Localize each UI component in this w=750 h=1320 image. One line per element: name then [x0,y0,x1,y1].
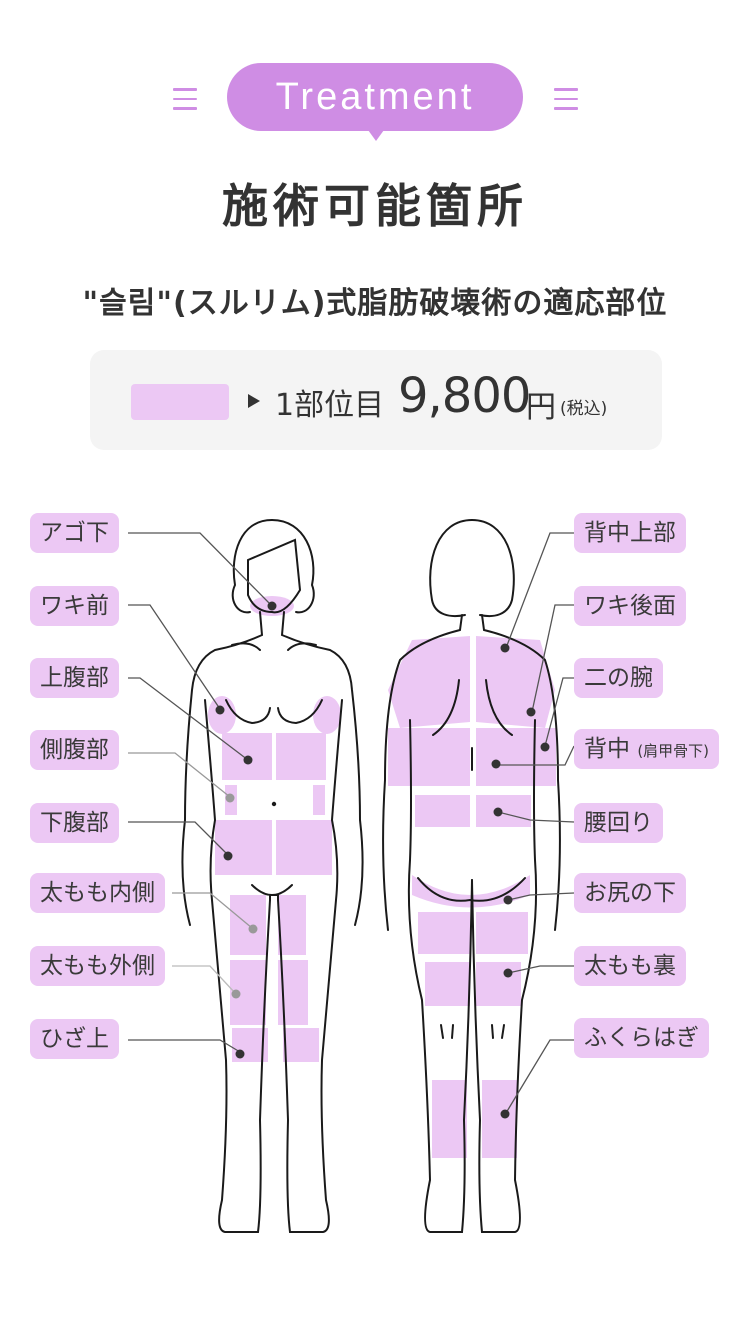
back-figure-outline [382,519,561,1233]
label-chin: アゴ下 [30,513,119,553]
label-upper-arm: 二の腕 [574,658,663,698]
leader-lines [128,532,575,1114]
badge-tail [368,130,384,141]
page-subtitle: "슬림"(スルリム)式脂肪破壊術の適応部位 [82,286,668,321]
label-armpit-front: ワキ前 [30,586,119,626]
section-header: Treatment [0,60,750,144]
price-label: 1部位目 [275,388,385,423]
region-dots [215,601,550,1119]
label-flank: 側腹部 [30,730,119,770]
label-calf: ふくらはぎ [574,1018,709,1058]
menu-lines-icon [173,88,197,110]
label-armpit-back: ワキ後面 [574,586,686,626]
front-highlights [208,596,341,1062]
menu-lines-icon [554,88,578,110]
price-box: 1部位目 9,800 円 (税込) [90,350,662,450]
price-amount: 9,800 [398,368,531,424]
label-outer-thigh: 太もも外側 [30,946,165,986]
label-mid-back-note: (肩甲骨下) [637,742,710,760]
label-upper-abdomen: 上腹部 [30,658,119,698]
label-inner-thigh: 太もも内側 [30,873,165,913]
price-tax-note: (税込) [560,399,608,419]
label-under-buttocks: お尻の下 [574,873,686,913]
label-lower-abdomen: 下腹部 [30,803,119,843]
page-title: 施術可能箇所 [222,179,528,233]
label-mid-back-text: 背中 [584,736,630,762]
treatment-badge: Treatment [227,63,523,131]
label-back-thigh: 太もも裏 [574,946,686,986]
triangle-right-icon [248,394,260,408]
back-highlights [388,636,556,1158]
price-currency: 円 [526,390,556,425]
label-mid-back: 背中 (肩甲骨下) [574,729,720,769]
label-upper-back: 背中上部 [574,513,686,553]
front-figure-outline [181,519,364,1233]
legend-swatch [131,384,229,420]
label-waist: 腰回り [574,803,663,843]
label-above-knee: ひざ上 [30,1019,119,1059]
body-diagram [128,519,575,1233]
